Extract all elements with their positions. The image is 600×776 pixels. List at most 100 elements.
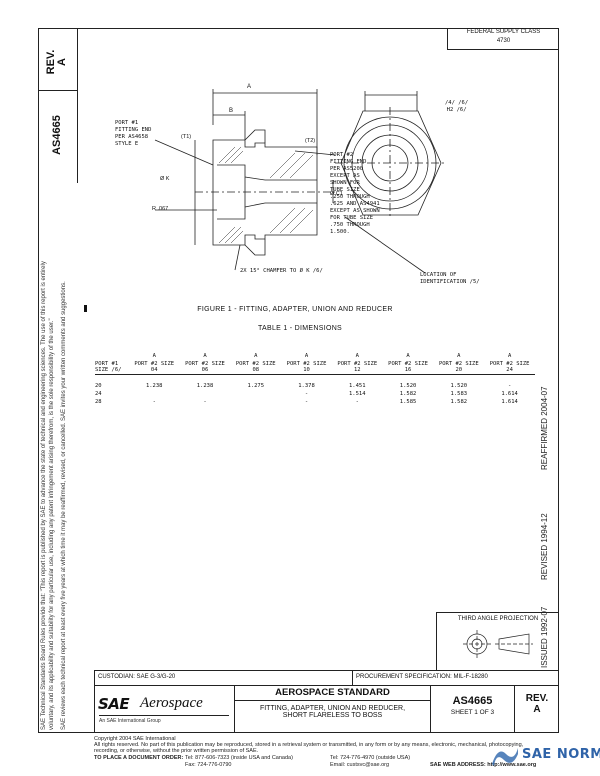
table-cell: 1.520 [399,383,417,389]
table-cell: - [304,399,309,405]
table-cell: 1.378 [298,383,315,389]
rev-value: A [533,704,541,715]
procurement-spec: PROCUREMENT SPECIFICATION: MIL-F-18280 [356,674,488,680]
document-number-box: AS4665 SHEET 1 OF 3 [431,685,515,733]
table-row: 28 - - - - 1.585 1.582 1.614 [95,398,535,406]
aerospace-logo-text: Aerospace [140,695,203,711]
part-title-line-1: FITTING, ADAPTER, UNION AND REDUCER, [259,705,406,712]
divider [94,670,559,671]
fitting-side-view-drawing [154,89,445,274]
table-cell: 1.238 [196,383,214,389]
table-cell: - [152,399,156,405]
doc-number: AS4665 [452,695,493,707]
port1-size-cell: 28 [95,399,102,405]
dim-c1-label: Ø C1 [330,191,343,197]
table-cell: 1.614 [501,391,518,397]
dim-k-label: Ø K [160,176,170,182]
sheet-frame [38,28,559,733]
col-a-label: A [406,353,410,359]
rights-line-2: recording, or otherwise, without the pri… [94,748,259,754]
projection-symbol-icon [463,630,533,658]
column-header: PORT #2 SIZE 04 [134,361,175,373]
col-a-label: A [304,353,309,359]
col-a-label: A [203,353,207,359]
table-header-row: PORT #1 SIZE /6/ PORT #2 SIZE 04 PORT #2… [95,360,535,375]
table-cell: 1.583 [450,391,468,397]
side-notice-line-1: SAE Technical Standards Board Rules prov… [41,261,47,730]
chamfer-note: 2X 15° CHAMFER TO Ø K /6/ [240,268,323,274]
table-cell: 1.520 [450,383,468,389]
projection-label: THIRD ANGLE PROJECTION [457,616,539,622]
table-row: 24 - 1.514 1.582 1.583 1.614 [95,390,535,398]
dimensions-table: A A A A A A A A PORT #1 SIZE /6/ PORT #2… [95,352,535,406]
revised-stamp: REVISED 1994-12 [540,513,549,580]
divider [38,90,78,91]
table-header-a-row: A A A A A A A A [95,352,535,360]
divider [94,685,559,686]
table-cell: - [355,399,359,405]
col-a-label: A [152,353,156,359]
table-cell: - [304,391,309,397]
table-row: 20 1.238 1.238 1.275 1.378 1.451 1.520 1… [95,375,535,391]
rev-label: REV. [525,693,549,704]
standard-title-box: AEROSPACE STANDARD FITTING, ADAPTER, UNI… [235,685,431,733]
table-title: TABLE 1 - DIMENSIONS [257,325,343,332]
table-cell: 1.614 [501,399,518,405]
column-header: PORT #2 SIZE 12 [337,361,378,373]
table-cell [230,390,281,398]
fax: Fax: 724-776-0790 [185,762,232,768]
table-cell [129,390,180,398]
col-a-label: A [457,353,461,359]
col-a-label: A [254,353,258,359]
dim-b-label: B [229,108,234,114]
col-a-label: A [507,353,512,359]
sae-norm-watermark: SAE NORM [488,738,600,776]
fsc-value: 4730 [496,38,511,44]
rights-line-1: All rights reserved. No part of this pub… [94,742,524,748]
rev-header: REV. A [45,40,70,84]
fsc-label: FEDERAL SUPPLY CLASS [466,29,541,35]
divider [352,670,353,685]
table-cell: 1.275 [247,383,265,389]
table-cell: - [203,399,207,405]
sae-aerospace-logo: SAE Aerospace An SAE International Group [94,685,235,733]
port1-size-cell: 24 [95,391,102,397]
table-cell: 1.451 [349,383,366,389]
identification-note: LOCATION OF IDENTIFICATION /5/ [420,272,480,285]
reaffirmed-stamp: REAFFIRMED 2004-07 [540,386,549,470]
table-cell: - [507,383,512,389]
column-header: PORT #2 SIZE 06 [185,361,225,373]
email: Email: custsvc@sae.org [330,762,390,768]
watermark-logo-icon [492,748,518,766]
table-cell: 1.582 [399,391,417,397]
federal-supply-class-box: FEDERAL SUPPLY CLASS 4730 [447,28,559,50]
port2-note: PORT #2 FITTING END PER AS5200 EXCEPT AS… [330,152,380,235]
t1-label: (T1) [181,134,192,140]
port1-size-cell: 20 [95,383,102,389]
table-cell: 1.585 [399,399,417,405]
web-address: SAE WEB ADDRESS: http://www.sae.org [430,762,537,768]
table-cell [180,390,231,398]
column-header: PORT #2 SIZE 08 [235,361,276,373]
port1-size-header: PORT #1 SIZE /6/ [95,361,122,373]
hex-dim-label: /4/ /6/ H2 /6/ [445,100,469,113]
sae-logo-text: SAE [98,695,130,713]
side-notice-line-3: SAE reviews each technical report at lea… [61,281,67,730]
doc-number-vertical: AS4665 [51,115,63,155]
table-cell: 1.514 [349,391,366,397]
phone-usa: Tel: 877-606-7323 (inside USA and Canada… [185,755,293,761]
order-label: TO PLACE A DOCUMENT ORDER: [94,755,184,761]
table-cell: 1.582 [450,399,468,405]
copyright: Copyright 2004 SAE International [94,736,176,742]
custodian-label: CUSTODIAN: SAE G-3/G-20 [98,674,176,680]
phone-intl: Tel: 724-776-4970 (outside USA) [330,755,411,761]
radius-label: R .067 [152,206,169,212]
column-header: PORT #2 SIZE 16 [388,361,428,373]
column-header: PORT #2 SIZE 10 [286,361,327,373]
part-title-line-2: SHORT FLARELESS TO BOSS [282,712,383,719]
projection-box: THIRD ANGLE PROJECTION [436,612,559,670]
column-header: PORT #2 SIZE 24 [489,361,530,373]
table-cell [230,398,281,406]
left-header-column [38,28,78,183]
col-a-label: A [355,353,359,359]
